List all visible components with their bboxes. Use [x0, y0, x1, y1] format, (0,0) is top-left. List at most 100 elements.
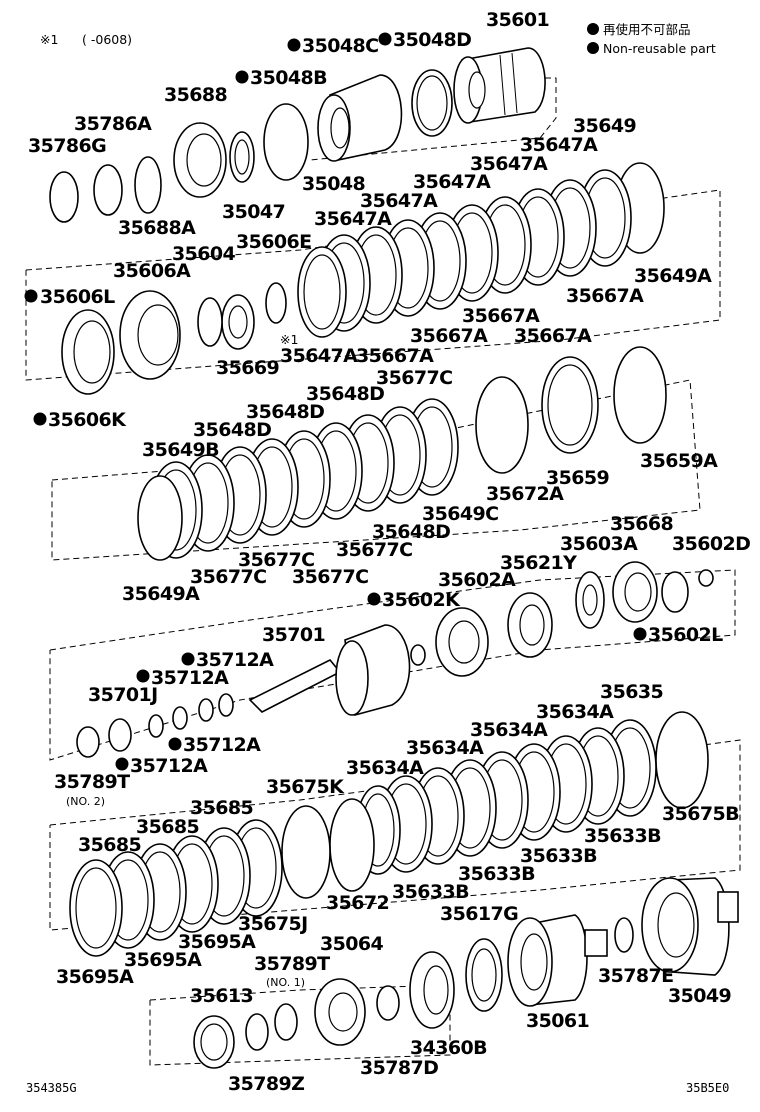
label-35633B-1[interactable]: 35633B — [584, 825, 662, 847]
part-35712A[interactable] — [218, 693, 234, 717]
label-35602D[interactable]: 35602D — [672, 533, 751, 555]
part-35789T-no2[interactable] — [76, 726, 100, 758]
label-35695A-1[interactable]: 35695A — [178, 931, 257, 953]
part-35602A-bearing[interactable] — [435, 607, 489, 677]
part-35668[interactable] — [612, 561, 658, 623]
label-35648D-1[interactable]: 35648D — [306, 383, 385, 405]
label-35667A-1[interactable]: 35667A — [356, 345, 435, 367]
label-35789T-1[interactable]: 35789T — [54, 771, 131, 793]
label-35048C[interactable]: 35048C — [302, 35, 379, 57]
part-35701J[interactable] — [108, 718, 132, 752]
label-35695A-2[interactable]: 35695A — [124, 949, 203, 971]
label-35677C-2[interactable]: 35677C — [336, 539, 413, 561]
label-35648D-4[interactable]: 35648D — [372, 521, 451, 543]
label-35049[interactable]: 35049 — [668, 985, 732, 1007]
label-35606A[interactable]: 35606A — [113, 260, 192, 282]
label-35604[interactable]: 35604 — [172, 243, 236, 265]
label-35634A-3[interactable]: 35634A — [406, 737, 485, 759]
label-35617G[interactable]: 35617G — [440, 903, 519, 925]
label-35048B[interactable]: 35048B — [250, 67, 328, 89]
label-35633B-4[interactable]: 35633B — [392, 881, 470, 903]
label-35635[interactable]: 35635 — [600, 681, 664, 703]
part-35049-drum[interactable] — [641, 877, 739, 976]
part-35602K[interactable] — [410, 644, 426, 666]
label-35647A-6[interactable]: 35647A — [280, 345, 359, 367]
part-35701-shaft[interactable] — [248, 624, 411, 717]
part-35675B[interactable] — [655, 711, 709, 809]
label-35667A-5[interactable]: 35667A — [566, 285, 645, 307]
label-35061[interactable]: 35061 — [526, 1010, 590, 1032]
label-35695A-3[interactable]: 35695A — [56, 966, 135, 988]
label-35648D-2[interactable]: 35648D — [246, 401, 325, 423]
label-35685-1[interactable]: 35685 — [190, 797, 254, 819]
label-35647A-2[interactable]: 35647A — [470, 153, 549, 175]
label-35701[interactable]: 35701 — [262, 624, 326, 646]
label-35649C[interactable]: 35649C — [422, 503, 499, 525]
label-35649[interactable]: 35649 — [573, 115, 637, 137]
label-35647A-1[interactable]: 35647A — [520, 134, 599, 156]
part-35621Y[interactable] — [507, 592, 553, 658]
label-35789T-2[interactable]: 35789T — [254, 953, 331, 975]
label-35648D-3[interactable]: 35648D — [193, 419, 272, 441]
part-35786A[interactable] — [93, 164, 123, 216]
label-35647A-5[interactable]: 35647A — [314, 208, 393, 230]
label-35659A[interactable]: 35659A — [640, 450, 719, 472]
label-35048D[interactable]: 35048D — [393, 29, 472, 51]
label-35712A-1[interactable]: 35712A — [196, 649, 275, 671]
label-35667A-4[interactable]: 35667A — [514, 325, 593, 347]
label-35602A[interactable]: 35602A — [438, 569, 517, 591]
label-35786A[interactable]: 35786A — [74, 113, 153, 135]
label-35649A-1[interactable]: 35649A — [634, 265, 713, 287]
label-35606K[interactable]: 35606K — [48, 409, 128, 431]
label-35613[interactable]: 35613 — [190, 985, 254, 1007]
label-35659[interactable]: 35659 — [546, 467, 610, 489]
label-35787D[interactable]: 35787D — [360, 1057, 439, 1079]
part-35672[interactable] — [329, 798, 375, 892]
label-35647A-4[interactable]: 35647A — [360, 190, 439, 212]
label-35677C-4[interactable]: 35677C — [292, 566, 369, 588]
part-35061-gear[interactable] — [507, 914, 608, 1007]
label-35672[interactable]: 35672 — [326, 892, 390, 914]
part-35789T-no1[interactable] — [274, 1003, 298, 1041]
part-35672A[interactable] — [475, 376, 529, 474]
label-35701J[interactable]: 35701J — [88, 684, 158, 706]
label-35712A-2[interactable]: 35712A — [151, 667, 230, 689]
part-35688[interactable] — [173, 122, 227, 198]
label-35668[interactable]: 35668 — [610, 513, 674, 535]
label-35047[interactable]: 35047 — [222, 201, 286, 223]
part-35602L[interactable] — [661, 571, 689, 613]
part-35786G[interactable] — [49, 171, 79, 223]
label-35675B[interactable]: 35675B — [662, 803, 740, 825]
part-35712A[interactable] — [148, 714, 164, 738]
label-35634A-1[interactable]: 35634A — [536, 701, 615, 723]
label-35787E[interactable]: 35787E — [598, 965, 674, 987]
label-35603A[interactable]: 35603A — [560, 533, 639, 555]
label-35712A-3[interactable]: 35712A — [183, 734, 262, 756]
label-35669[interactable]: 35669 — [216, 357, 280, 379]
label-35048[interactable]: 35048 — [302, 173, 366, 195]
part-35604[interactable] — [197, 297, 223, 347]
label-35602L[interactable]: 35602L — [648, 624, 724, 646]
part-35688A[interactable] — [134, 156, 162, 214]
label-35633B-3[interactable]: 35633B — [458, 863, 536, 885]
label-35675J[interactable]: 35675J — [238, 913, 308, 935]
part-35712A[interactable] — [198, 698, 214, 722]
label-35786G[interactable]: 35786G — [28, 135, 107, 157]
label-35677C-5[interactable]: 35677C — [190, 566, 267, 588]
part-35064[interactable] — [314, 978, 366, 1046]
label-35634A-2[interactable]: 35634A — [470, 719, 549, 741]
part-35712A[interactable] — [172, 706, 188, 730]
label-35789Z[interactable]: 35789Z — [228, 1073, 305, 1095]
label-35606L[interactable]: 35606L — [40, 286, 116, 308]
label-35649A-2[interactable]: 35649A — [122, 583, 201, 605]
label-35677C-3[interactable]: 35677C — [238, 549, 315, 571]
part-35048B-oring[interactable] — [263, 103, 309, 181]
label-35634A-4[interactable]: 35634A — [346, 757, 425, 779]
part-35659A[interactable] — [613, 346, 667, 444]
part-35606E[interactable] — [265, 282, 287, 324]
part-35602D[interactable] — [698, 569, 714, 587]
label-35667A-3[interactable]: 35667A — [462, 305, 541, 327]
label-35633B-2[interactable]: 35633B — [520, 845, 598, 867]
label-35602K[interactable]: 35602K — [382, 589, 462, 611]
part-35048-piston[interactable] — [317, 74, 403, 162]
